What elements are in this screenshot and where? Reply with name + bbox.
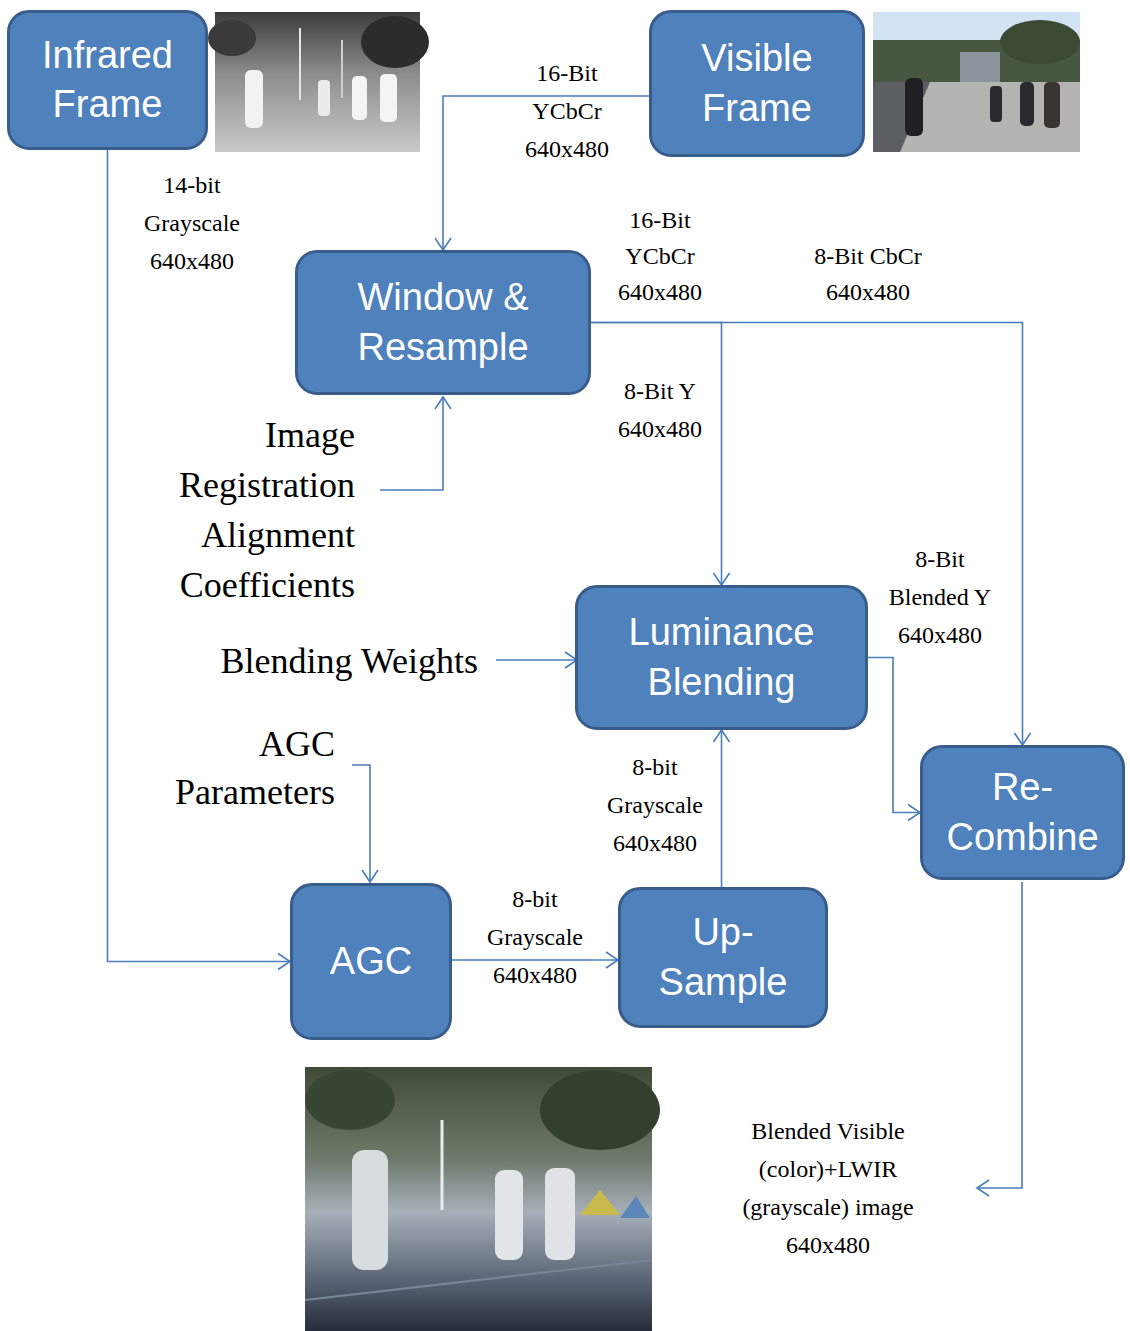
infrared-photo bbox=[208, 12, 429, 152]
connector-line bbox=[108, 150, 291, 962]
arrow-head bbox=[362, 870, 378, 882]
signal-label: 14-bit Grayscale 640x480 bbox=[127, 166, 257, 280]
arrow-head bbox=[278, 954, 290, 970]
visible-photo bbox=[873, 12, 1080, 152]
signal-connector bbox=[714, 730, 730, 887]
box-label: AGC bbox=[330, 937, 412, 986]
weights-arrow bbox=[496, 659, 577, 661]
arrow-head bbox=[714, 573, 730, 585]
signal-label: 8-bit Grayscale 640x480 bbox=[600, 748, 710, 862]
blended-pole bbox=[441, 1120, 444, 1210]
process-box: Visible Frame bbox=[649, 10, 865, 157]
arrow-head bbox=[435, 397, 451, 409]
process-box: Infrared Frame bbox=[7, 10, 208, 150]
signal-label: 8-Bit CbCr 640x480 bbox=[803, 238, 933, 310]
blended-person bbox=[545, 1168, 575, 1260]
connector-line bbox=[452, 959, 618, 961]
connector-line bbox=[591, 323, 722, 586]
signal-connector bbox=[591, 323, 730, 586]
signal-label: 16-Bit YCbCr 640x480 bbox=[512, 54, 622, 168]
blended-sign bbox=[620, 1196, 650, 1218]
process-box: Up-Sample bbox=[618, 887, 828, 1028]
visible-building bbox=[960, 52, 1000, 82]
box-label: Infrared Frame bbox=[22, 31, 193, 130]
visible-person bbox=[990, 86, 1002, 122]
agc-parameter-arrow bbox=[352, 765, 370, 882]
arrow-head bbox=[606, 952, 618, 968]
arrow-head bbox=[977, 1180, 989, 1196]
input-label: Image Registration Alignment Coefficient… bbox=[135, 410, 355, 610]
signal-label: 16-Bit YCbCr 640x480 bbox=[610, 202, 710, 310]
infrared-person bbox=[380, 74, 397, 122]
output-label: Blended Visible (color)+LWIR (grayscale)… bbox=[733, 1112, 923, 1264]
visible-photo-sky bbox=[873, 12, 1080, 152]
signal-connector bbox=[868, 658, 920, 821]
process-box: Re-Combine bbox=[920, 745, 1125, 880]
blended-photo bbox=[305, 1067, 660, 1331]
box-label: Up-Sample bbox=[648, 908, 798, 1007]
arrow-head bbox=[435, 238, 451, 250]
input-label: Blending Weights bbox=[148, 636, 478, 686]
blended-person bbox=[495, 1170, 523, 1260]
visible-person bbox=[1020, 82, 1034, 126]
infrared-person bbox=[318, 80, 330, 116]
arrow-head bbox=[714, 730, 730, 742]
signal-label: 8-bit Grayscale 640x480 bbox=[475, 880, 595, 994]
visible-tree bbox=[1000, 20, 1080, 64]
process-box: Window & Resample bbox=[295, 250, 591, 395]
blended-tree bbox=[540, 1070, 660, 1150]
infrared-person bbox=[352, 76, 367, 120]
input-label: AGC Parameters bbox=[125, 720, 335, 816]
arrow-head bbox=[908, 805, 920, 821]
infrared-pole bbox=[299, 28, 301, 100]
signal-label: 8-Bit Blended Y 640x480 bbox=[883, 540, 998, 654]
signal-connector bbox=[108, 150, 291, 970]
process-box: AGC bbox=[290, 883, 452, 1040]
process-box: Luminance Blending bbox=[575, 585, 868, 730]
box-label: Visible Frame bbox=[664, 34, 850, 133]
connector-line bbox=[721, 730, 723, 887]
blended-tree bbox=[305, 1070, 395, 1130]
blended-sign bbox=[580, 1190, 620, 1215]
box-label: Luminance Blending bbox=[590, 608, 853, 707]
blended-person bbox=[352, 1150, 388, 1270]
blended-ground-line bbox=[305, 1260, 652, 1300]
visible-ground bbox=[873, 82, 1080, 152]
connector-line bbox=[868, 658, 920, 813]
infrared-pole bbox=[341, 40, 343, 98]
infrared-tree bbox=[208, 20, 256, 56]
box-label: Window & Resample bbox=[310, 273, 576, 372]
infrared-person bbox=[245, 70, 263, 128]
arrow-head bbox=[1015, 733, 1031, 745]
signal-label: 8-Bit Y 640x480 bbox=[610, 372, 710, 448]
visible-person bbox=[905, 78, 923, 136]
output-arrow bbox=[977, 882, 1022, 1188]
visible-person bbox=[1044, 82, 1060, 128]
registration-arrow bbox=[380, 397, 443, 490]
box-label: Re-Combine bbox=[938, 763, 1108, 862]
infrared-tree bbox=[361, 16, 429, 68]
